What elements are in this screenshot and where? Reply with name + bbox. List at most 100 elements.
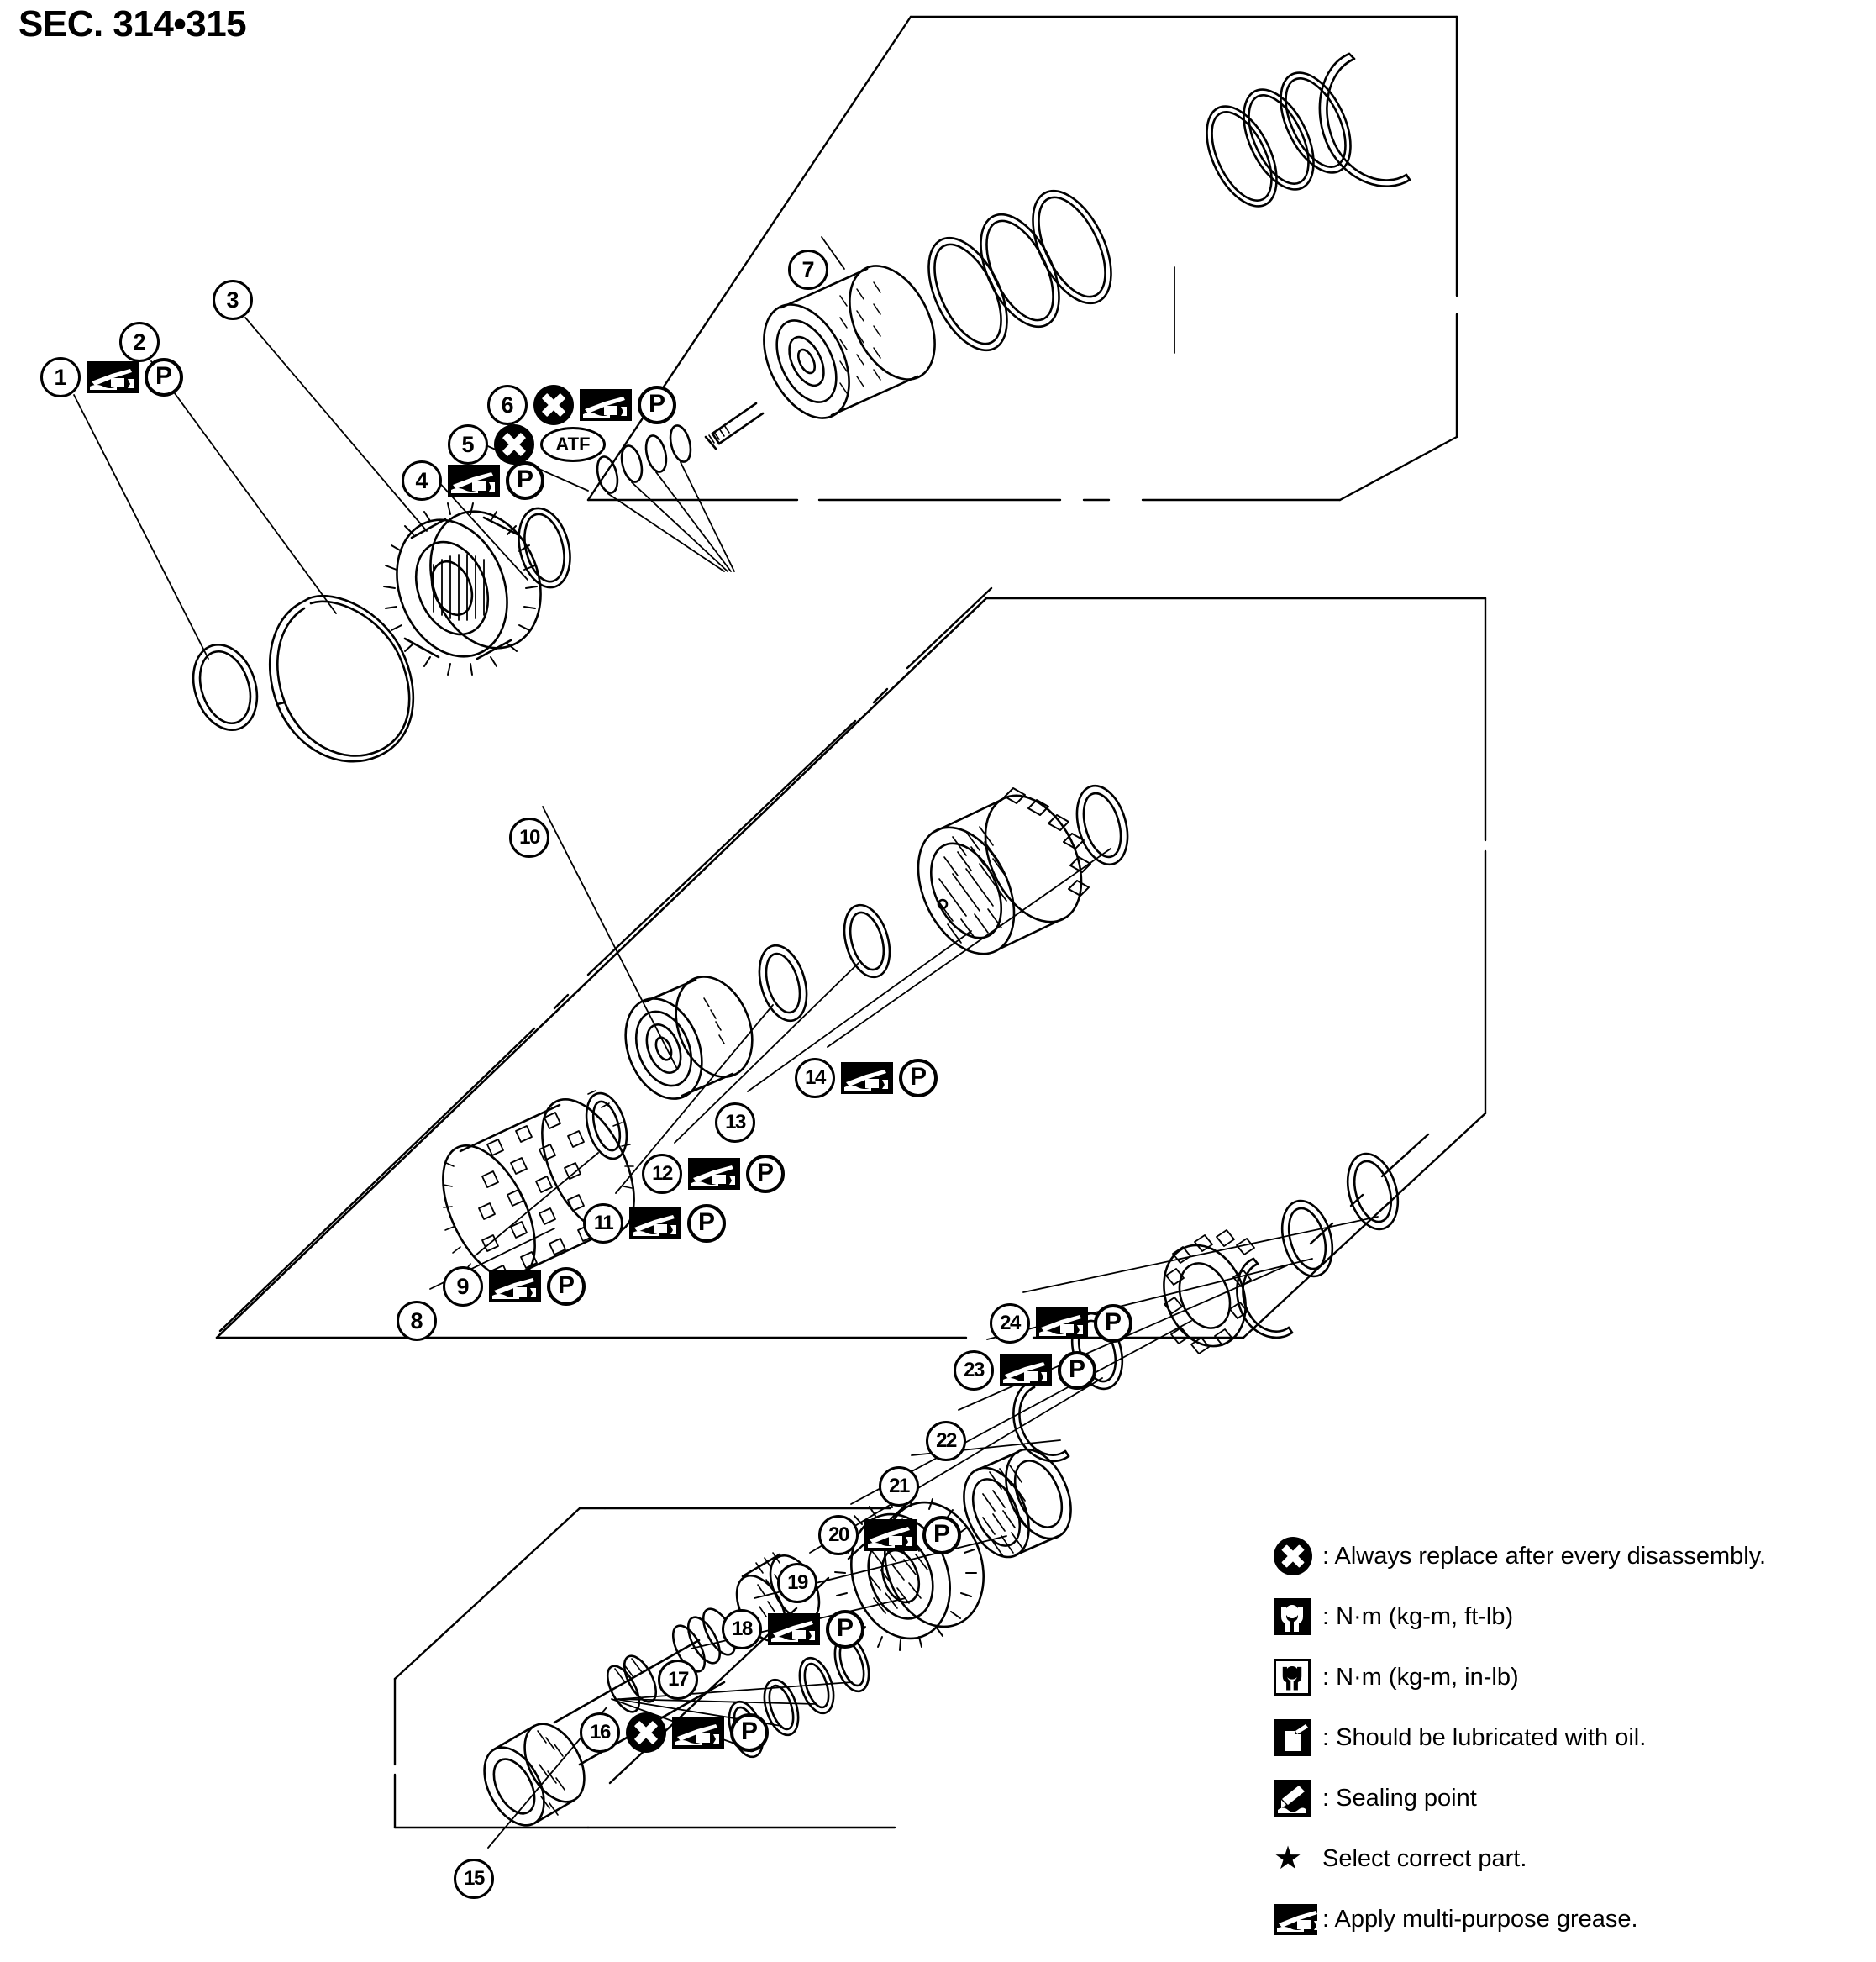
- callout-1[interactable]: 1 P: [40, 357, 183, 397]
- callout-10[interactable]: 10: [509, 818, 549, 858]
- part-24-washer: [1346, 1152, 1400, 1231]
- p-badge: P: [899, 1059, 938, 1097]
- torque-inlb-icon: [1274, 1659, 1311, 1696]
- part-11-washer: [758, 944, 808, 1023]
- part-23-washer: [1280, 1199, 1334, 1278]
- callout-number-12: 12: [642, 1154, 682, 1194]
- p-badge: P: [1094, 1304, 1132, 1343]
- callout-number-23: 23: [954, 1350, 994, 1391]
- callout-number-13: 13: [715, 1102, 755, 1143]
- legend-row-select-part: ★ Select correct part.: [1274, 1838, 1862, 1879]
- page-title: SEC. 314•315: [18, 3, 247, 45]
- callout-5[interactable]: 5 ATF: [448, 424, 606, 465]
- p-badge: P: [922, 1516, 961, 1554]
- callout-11[interactable]: 11 P: [583, 1203, 726, 1244]
- callout-number-3: 3: [213, 280, 253, 320]
- callout-23[interactable]: 23 P: [954, 1350, 1096, 1391]
- callout-number-2: 2: [119, 322, 160, 362]
- callout-number-15: 15: [454, 1859, 494, 1899]
- grease-gun-icon: [768, 1613, 820, 1645]
- legend-text: : N·m (kg-m, ft-lb): [1322, 1602, 1514, 1630]
- legend-text: : Sealing point: [1322, 1784, 1477, 1812]
- callout-number-16: 16: [580, 1712, 620, 1753]
- legend-icon-slot: [1274, 1659, 1317, 1696]
- legend-icon-slot: [1274, 1598, 1317, 1635]
- grease-gun-icon: [1036, 1307, 1088, 1339]
- p-badge: P: [506, 461, 544, 500]
- legend-text: : N·m (kg-m, in-lb): [1322, 1663, 1519, 1691]
- callout-9[interactable]: 9 P: [443, 1266, 586, 1307]
- part-10-hub: [624, 976, 754, 1100]
- callout-18[interactable]: 18 P: [722, 1609, 864, 1649]
- grease-gun-icon: [87, 361, 139, 393]
- callout-number-14: 14: [795, 1058, 835, 1098]
- legend: : Always replace after every disassembly…: [1274, 1536, 1862, 1959]
- grease-gun-icon: [489, 1270, 541, 1302]
- callout-4[interactable]: 4 P: [402, 460, 544, 501]
- callout-3[interactable]: 3: [213, 280, 253, 320]
- callout-15[interactable]: 15: [454, 1859, 494, 1899]
- callout-17[interactable]: 17: [658, 1660, 698, 1700]
- legend-row-grease: : Apply multi-purpose grease.: [1274, 1899, 1862, 1939]
- star-icon: ★: [1274, 1841, 1303, 1876]
- part-9-thrust-washer: [585, 1091, 628, 1160]
- frame-middle: [215, 597, 1487, 1339]
- part-6-leader-fan: [607, 461, 735, 572]
- callout-20[interactable]: 20 P: [818, 1515, 961, 1555]
- part-2-snap-ring: [268, 594, 415, 763]
- part-14-washer: [1075, 784, 1129, 866]
- callout-number-9: 9: [443, 1266, 483, 1307]
- legend-row-sealing: : Sealing point: [1274, 1778, 1862, 1818]
- legend-text: : Apply multi-purpose grease.: [1322, 1905, 1638, 1933]
- p-badge: P: [1058, 1351, 1096, 1390]
- callout-number-7: 7: [788, 250, 828, 290]
- legend-icon-slot: [1274, 1537, 1317, 1575]
- callout-number-24: 24: [990, 1303, 1030, 1344]
- legend-row-replace: : Always replace after every disassembly…: [1274, 1536, 1862, 1576]
- grease-gun-icon: [864, 1519, 917, 1551]
- part-4-washer: [518, 507, 571, 589]
- callout-number-10: 10: [509, 818, 549, 858]
- grease-gun-icon: [580, 389, 632, 421]
- callout-number-19: 19: [777, 1563, 817, 1603]
- legend-row-torque-ftlb: : N·m (kg-m, ft-lb): [1274, 1596, 1862, 1637]
- legend-text: : Should be lubricated with oil.: [1322, 1723, 1647, 1751]
- part-3-clutch-hub: [383, 502, 542, 676]
- callout-19[interactable]: 19: [777, 1563, 817, 1603]
- grease-gun-icon: [688, 1158, 740, 1190]
- callout-14[interactable]: 14 P: [795, 1058, 938, 1098]
- oil-can-icon: [1274, 1719, 1311, 1756]
- callout-number-8: 8: [397, 1301, 437, 1341]
- p-badge: P: [826, 1610, 864, 1649]
- part-5-seal-rings: [596, 424, 692, 494]
- grease-gun-icon: [672, 1717, 724, 1749]
- callout-13[interactable]: 13: [715, 1102, 755, 1143]
- callout-number-5: 5: [448, 424, 488, 465]
- frame-top: [586, 15, 1458, 502]
- callout-number-4: 4: [402, 460, 442, 501]
- part-12-race: [843, 903, 891, 979]
- callout-7[interactable]: 7: [788, 250, 828, 290]
- callout-number-11: 11: [583, 1203, 623, 1244]
- callout-16[interactable]: 16 P: [580, 1712, 769, 1753]
- callout-number-6: 6: [487, 385, 528, 425]
- callout-2[interactable]: 2: [119, 322, 160, 362]
- p-badge: P: [145, 358, 183, 397]
- callout-21[interactable]: 21: [879, 1466, 919, 1507]
- p-badge: P: [687, 1204, 726, 1243]
- grease-gun-icon: [1274, 1903, 1320, 1935]
- grease-gun-icon: [629, 1207, 681, 1239]
- replace-x-icon: [626, 1712, 666, 1753]
- part-1-oring: [192, 644, 259, 731]
- legend-icon-slot: [1274, 1903, 1320, 1935]
- leader-lines: [73, 236, 1379, 1849]
- callout-6[interactable]: 6 P: [487, 385, 676, 425]
- callout-24[interactable]: 24 P: [990, 1303, 1132, 1344]
- part-7-clutch-pack: [704, 52, 1411, 450]
- p-badge: P: [547, 1267, 586, 1306]
- replace-x-icon: [533, 385, 574, 425]
- callout-22[interactable]: 22: [926, 1421, 966, 1461]
- callout-12[interactable]: 12 P: [642, 1154, 785, 1194]
- callout-8[interactable]: 8: [397, 1301, 437, 1341]
